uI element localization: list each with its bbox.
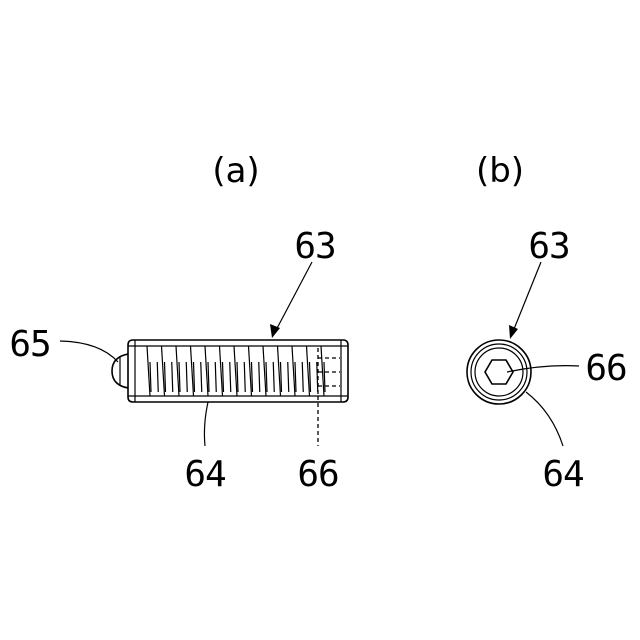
thread-line: [307, 346, 310, 396]
thread-crest-line: [295, 362, 296, 392]
thread-crest-line: [208, 362, 209, 392]
thread-crest-line: [324, 362, 325, 392]
thread-line: [292, 346, 295, 396]
thread-crest-line: [165, 362, 166, 392]
thread-crest-line: [281, 362, 282, 392]
view-a: (a) 65 63 64 66: [9, 151, 348, 495]
thread-crest-line: [201, 362, 202, 392]
ref-65-a: 65: [9, 324, 50, 365]
leader-64-a: [204, 402, 208, 446]
thread-crest-line: [310, 362, 311, 392]
view-a-label: (a): [212, 151, 259, 191]
set-screw-body: [128, 340, 348, 402]
leader-64-b: [526, 392, 563, 446]
thread-crest-line: [186, 362, 187, 392]
ref-63-a: 63: [294, 226, 335, 267]
ref-64-a: 64: [184, 454, 225, 495]
leader-63-b: [512, 262, 541, 334]
thread-line: [205, 346, 208, 396]
ref-64-b: 64: [542, 454, 583, 495]
view-b: (b) 63 66 64: [467, 151, 627, 495]
thread-crest-line: [157, 362, 158, 392]
thread-crest-line: [273, 362, 274, 392]
leader-63-a: [274, 262, 312, 334]
thread-lines: [147, 346, 325, 396]
ref-66-a: 66: [297, 454, 338, 495]
thread-crest-line: [237, 362, 238, 392]
thread-crest-line: [172, 362, 173, 392]
thread-crest-line: [150, 362, 151, 392]
leader-66-b: [507, 366, 579, 372]
thread-crest-line: [223, 362, 224, 392]
thread-line: [263, 346, 266, 396]
thread-crest-line: [244, 362, 245, 392]
ref-63-b: 63: [528, 226, 569, 267]
thread-line: [278, 346, 281, 396]
thread-crest-line: [179, 362, 180, 392]
leader-65-a: [60, 341, 118, 362]
thread-line: [321, 346, 324, 396]
view-b-label: (b): [476, 151, 524, 191]
thread-crest-line: [266, 362, 267, 392]
ref-66-b: 66: [585, 348, 626, 389]
thread-crest-line: [302, 362, 303, 392]
thread-crest-line: [288, 362, 289, 392]
thread-line: [234, 346, 237, 396]
thread-line: [249, 346, 252, 396]
thread-line: [220, 346, 223, 396]
thread-line: [162, 346, 165, 396]
thread-crest-line: [259, 362, 260, 392]
thread-crest-line: [215, 362, 216, 392]
thread-crest-line: [230, 362, 231, 392]
thread-crest-line: [194, 362, 195, 392]
thread-line: [191, 346, 194, 396]
set-screw-end-view: [467, 340, 531, 404]
arrowhead-63-b: [509, 325, 518, 339]
thread-line: [147, 346, 150, 396]
thread-line: [176, 346, 179, 396]
thread-crest-line: [252, 362, 253, 392]
